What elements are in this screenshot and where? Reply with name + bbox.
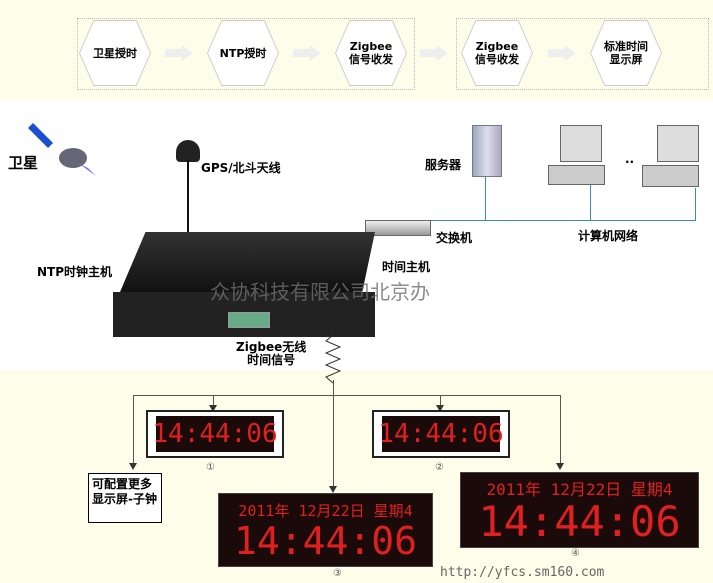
computer-base bbox=[642, 165, 699, 187]
distribution-line bbox=[440, 395, 441, 407]
antenna-icon bbox=[176, 140, 200, 162]
device-display bbox=[228, 312, 270, 328]
clock-number: ② bbox=[435, 462, 444, 473]
clock-date: 2011年 12月22日 星期4 bbox=[238, 501, 413, 520]
flow-arrow-icon bbox=[420, 45, 448, 61]
distribution-line bbox=[560, 395, 561, 465]
network-line bbox=[590, 185, 591, 220]
url-watermark: http://yfcs.sm160.com bbox=[440, 565, 605, 580]
clock-time: 14:44:06 bbox=[152, 416, 278, 452]
flow-arrow-icon bbox=[293, 45, 321, 61]
network-line bbox=[485, 175, 486, 220]
flow-step-satellite: 卫星授时 bbox=[79, 20, 151, 86]
clock-number: ④ bbox=[571, 548, 580, 559]
arrow-down-icon bbox=[556, 463, 564, 470]
flow-step-zigbee-recv: Zigbee 信号收发 bbox=[461, 20, 533, 86]
antenna-label: GPS/北斗天线 bbox=[201, 161, 281, 175]
flow-step-ntp: NTP授时 bbox=[207, 20, 279, 86]
flow-group-1 bbox=[77, 18, 415, 90]
wireless-signal-icon bbox=[324, 335, 342, 384]
satellite-icon bbox=[28, 123, 96, 176]
flow-arrow-icon bbox=[548, 45, 576, 61]
clock-time: 14:44:06 bbox=[233, 518, 418, 563]
clock-number: ① bbox=[206, 462, 215, 473]
computer-base bbox=[548, 165, 605, 185]
clock-1: 14:44:06 bbox=[146, 410, 284, 458]
distribution-line bbox=[133, 395, 134, 465]
clock-2: 14:44:06 bbox=[372, 410, 510, 458]
ntp-host-label: NTP时钟主机 bbox=[37, 265, 113, 279]
zigbee-label: Zigbee无线 时间信号 bbox=[236, 340, 307, 367]
distribution-line bbox=[213, 395, 214, 407]
flow-group-2 bbox=[456, 18, 709, 90]
clock-3: 2011年 12月22日 星期4 14:44:06 bbox=[218, 493, 433, 567]
ntp-device-icon bbox=[113, 292, 375, 337]
network-label: 计算机网络 bbox=[578, 229, 639, 243]
arrow-down-icon bbox=[129, 463, 137, 470]
clock-number: ③ bbox=[333, 568, 342, 579]
switch-icon bbox=[365, 220, 431, 236]
distribution-line bbox=[133, 395, 561, 396]
arrow-down-icon bbox=[209, 405, 217, 412]
time-host-label: 时间主机 bbox=[382, 260, 431, 274]
clock-date: 2011年 12月22日 星期4 bbox=[486, 480, 673, 499]
distribution-line bbox=[333, 380, 334, 488]
network-line bbox=[695, 188, 696, 220]
clock-time: 14:44:06 bbox=[378, 416, 504, 452]
network-line bbox=[430, 220, 696, 221]
flow-step-zigbee-send: Zigbee 信号收发 bbox=[335, 20, 407, 86]
more-displays-note: 可配置更多 显示屏-子钟 bbox=[88, 473, 162, 523]
watermark: 众协科技有限公司北京办 bbox=[210, 280, 430, 304]
flow-step-display: 标准时间 显示屏 bbox=[590, 20, 662, 86]
arrow-down-icon bbox=[329, 486, 337, 493]
clock-4: 2011年 12月22日 星期4 14:44:06 bbox=[460, 472, 699, 548]
server-label: 服务器 bbox=[425, 158, 462, 172]
computer-icon bbox=[657, 125, 699, 162]
ntp-device-top bbox=[120, 232, 375, 292]
switch-label: 交换机 bbox=[436, 231, 473, 245]
ellipsis-label: .. bbox=[625, 152, 635, 166]
computer-icon bbox=[560, 125, 602, 162]
antenna-cable bbox=[187, 160, 189, 238]
flow-arrow-icon bbox=[165, 45, 193, 61]
server-icon bbox=[472, 125, 502, 177]
arrow-down-icon bbox=[436, 405, 444, 412]
clock-time: 14:44:06 bbox=[478, 497, 681, 546]
satellite-label: 卫星 bbox=[8, 154, 39, 172]
